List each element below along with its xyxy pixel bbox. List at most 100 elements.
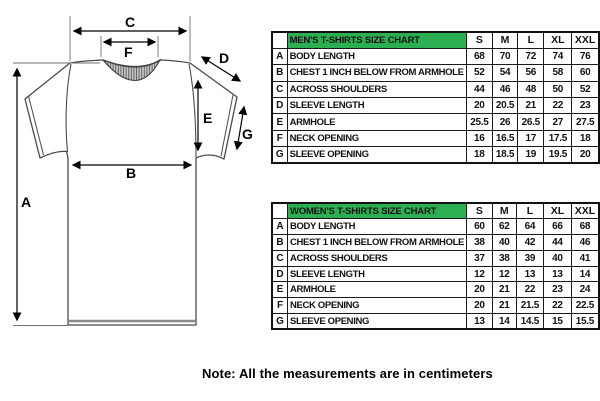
cell-value: 20	[466, 281, 493, 299]
cell-value: 18	[465, 146, 494, 164]
row-label: CHEST 1 INCH BELOW FROM ARMHOLE	[286, 234, 468, 251]
cell-value: 60	[571, 64, 600, 82]
row-key: G	[271, 313, 288, 330]
measurement-label-g: G	[242, 126, 253, 142]
cell-value: 38	[491, 249, 517, 267]
cell-value: 52	[571, 80, 600, 99]
cell-value: 44	[465, 80, 494, 99]
cell-value: 26	[492, 113, 519, 131]
cell-value: 20.5	[492, 97, 519, 115]
cell-value: 21	[517, 97, 545, 115]
cell-value: 48	[517, 80, 545, 99]
row-key: E	[271, 113, 288, 131]
cell-value: 70	[492, 47, 519, 66]
cell-value: 37	[466, 249, 493, 267]
cell-value: 13	[466, 313, 493, 330]
measurement-label-b: B	[126, 165, 136, 181]
row-label: ARMHOLE	[286, 281, 468, 299]
cell-value: 21.5	[515, 297, 544, 315]
cell-value: 15	[542, 313, 572, 330]
row-key: G	[271, 146, 288, 164]
cell-value: 17	[517, 129, 545, 148]
cell-value: 19	[517, 146, 545, 164]
row-label: ARMHOLE	[286, 113, 467, 131]
size-col-header: XL	[543, 31, 573, 49]
cell-value: 68	[570, 218, 600, 236]
extension-lines	[13, 16, 191, 326]
tshirt-outline	[24, 59, 238, 326]
measurement-label-f: F	[124, 44, 133, 60]
cell-value: 12	[466, 265, 493, 283]
cell-value: 12	[491, 265, 517, 283]
cell-value: 21	[491, 281, 517, 299]
cell-value: 13	[542, 265, 572, 283]
table-title: WOMEN'S T-SHIRTS SIZE CHART	[286, 202, 468, 220]
cell-value: 46	[492, 80, 519, 99]
corner-cell	[271, 202, 288, 220]
tshirt-measurement-diagram: A B C D E F G	[12, 14, 253, 326]
cell-value: 23	[542, 281, 572, 299]
row-label: ACROSS SHOULDERS	[286, 249, 468, 267]
cell-value: 41	[570, 249, 600, 267]
row-key: A	[271, 218, 288, 236]
cell-value: 20	[466, 297, 493, 315]
dimension-arrows	[12, 26, 248, 322]
measurement-label-a: A	[21, 194, 31, 210]
cell-value: 24	[570, 281, 600, 299]
row-label: CHEST 1 INCH BELOW FROM ARMHOLE	[286, 64, 467, 82]
cell-value: 62	[491, 218, 517, 236]
size-col-header: M	[491, 202, 517, 220]
row-label: NECK OPENING	[286, 129, 467, 148]
cell-value: 72	[517, 47, 545, 66]
cell-value: 50	[543, 80, 573, 99]
row-key: B	[271, 234, 288, 251]
cell-value: 66	[542, 218, 572, 236]
measurement-label-c: C	[125, 14, 135, 30]
cell-value: 26.5	[517, 113, 545, 131]
cell-value: 20	[571, 146, 600, 164]
cell-value: 46	[570, 234, 600, 251]
row-label: BODY LENGTH	[286, 218, 468, 236]
cell-value: 23	[571, 97, 600, 115]
measurement-label-e: E	[203, 110, 212, 126]
cell-value: 14	[491, 313, 517, 330]
cell-value: 22	[543, 97, 573, 115]
cell-value: 64	[515, 218, 544, 236]
row-key: D	[271, 97, 288, 115]
cell-value: 25.5	[465, 113, 494, 131]
cell-value: 19.5	[543, 146, 573, 164]
cell-value: 14.5	[515, 313, 544, 330]
cell-value: 21	[491, 297, 517, 315]
cell-value: 16	[465, 129, 494, 148]
cell-value: 13	[515, 265, 544, 283]
row-label: ACROSS SHOULDERS	[286, 80, 467, 99]
row-key: F	[271, 129, 288, 148]
row-label: NECK OPENING	[286, 297, 468, 315]
size-col-header: L	[517, 31, 545, 49]
table-title: MEN'S T-SHIRTS SIZE CHART	[286, 31, 467, 49]
cell-value: 27.5	[571, 113, 600, 131]
cell-value: 20	[465, 97, 494, 115]
row-key: F	[271, 297, 288, 315]
cell-value: 18.5	[492, 146, 519, 164]
row-label: SLEEVE LENGTH	[286, 265, 468, 283]
cell-value: 27	[543, 113, 573, 131]
row-key: C	[271, 80, 288, 99]
cell-value: 40	[491, 234, 517, 251]
size-col-header: M	[492, 31, 519, 49]
cell-value: 18	[571, 129, 600, 148]
size-col-header: XXL	[570, 202, 600, 220]
row-key: A	[271, 47, 288, 66]
row-key: D	[271, 265, 288, 283]
